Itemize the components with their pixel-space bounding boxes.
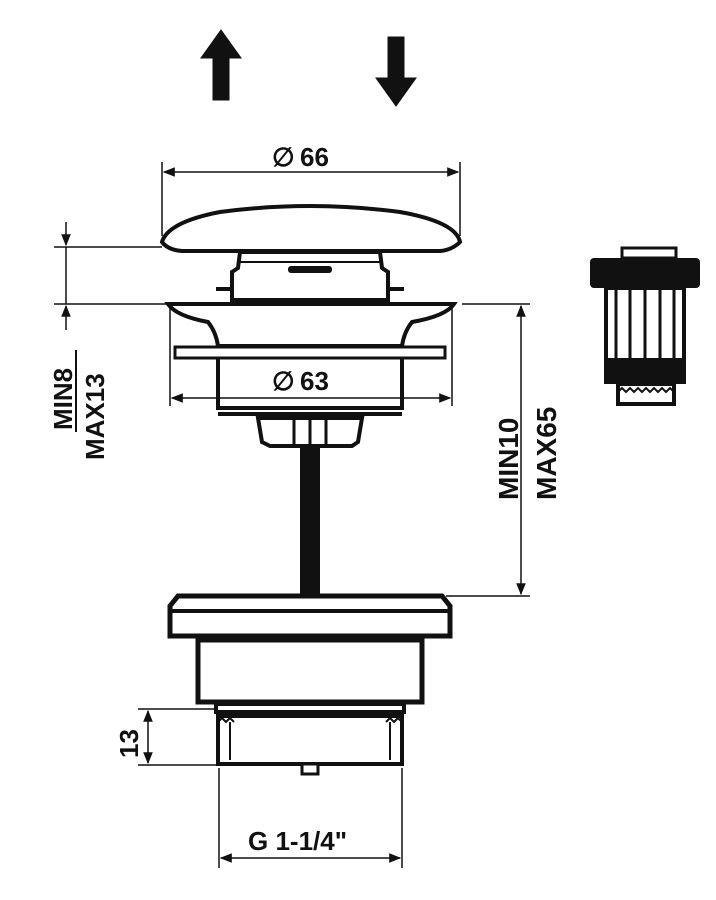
cap-height-max: MAX13 (80, 373, 110, 460)
dimension-body-length: MIN10 MAX65 (446, 303, 562, 597)
thread-length-value: 13 (114, 729, 144, 758)
cap-stem (216, 250, 404, 302)
body-length-max: MAX65 (531, 407, 562, 500)
flange-diameter-symbol: ∅ (272, 366, 295, 396)
dimension-thread-spec: G 1-1/4" (218, 768, 403, 868)
arrow-down-icon (375, 36, 417, 107)
thread-spec-label: G 1-1/4" (248, 826, 347, 856)
cap-height-min: MIN8 (48, 368, 78, 430)
cap-diameter-value: 66 (300, 142, 329, 172)
nut-part (255, 416, 365, 448)
body-length-min: MIN10 (493, 418, 524, 500)
thread-part (216, 714, 404, 776)
dimension-cap-height: MIN8 MAX13 (48, 222, 168, 460)
dimension-thread-length: 13 (114, 708, 218, 766)
filter-insert-icon (590, 246, 700, 406)
cap-part (159, 204, 463, 253)
cap-diameter-symbol: ∅ (272, 142, 295, 172)
flange-diameter-value: 63 (300, 366, 329, 396)
dimension-flange-diameter: ∅ 63 (169, 306, 453, 406)
arrow-up-icon (200, 29, 242, 101)
flange-part (164, 302, 458, 416)
dimension-cap-diameter: ∅ 66 (161, 142, 461, 236)
spindle-rod (300, 446, 320, 596)
lower-body (167, 593, 453, 714)
